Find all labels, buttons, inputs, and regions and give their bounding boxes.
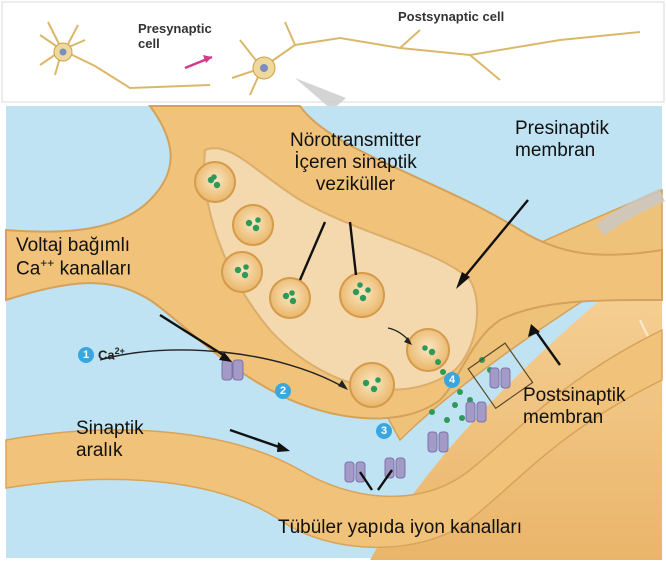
postsynaptic-cell-label: Postsynaptic cell <box>398 10 504 25</box>
calcium-text: Ca <box>98 347 115 362</box>
voltage-channels-line1: Voltaj bağımlı <box>16 235 131 257</box>
synaptic-cleft-label: Sinaptik aralık <box>76 418 144 462</box>
calcium-charge: 2+ <box>115 346 125 356</box>
vesicles-label: Nörotransmitter İçeren sinaptik veziküll… <box>290 130 421 196</box>
overview-panel <box>2 2 664 102</box>
voltage-channels-line2: Ca++ kanalları <box>16 257 131 280</box>
presynaptic-cell-label: Presynaptic cell <box>138 22 212 52</box>
step-2-badge: 2 <box>275 383 291 399</box>
step-3-badge: 3 <box>376 423 392 439</box>
ca-text: Ca <box>16 258 40 279</box>
postsynaptic-membrane-label: Postsinaptik membran <box>523 385 625 429</box>
channels-text: kanalları <box>54 258 131 279</box>
voltage-gated-ca-channels-label: Voltaj bağımlı Ca++ kanalları <box>16 235 131 280</box>
calcium-channel <box>222 360 243 380</box>
presynaptic-membrane-label: Presinaptik membran <box>515 118 609 162</box>
ca-charge: ++ <box>40 256 54 270</box>
ion-channels-label: Tübüler yapıda iyon kanalları <box>278 517 522 539</box>
calcium-ion-label: Ca2+ <box>98 346 125 362</box>
step-4-badge: 4 <box>444 372 460 388</box>
step-1-badge: 1 <box>78 347 94 363</box>
